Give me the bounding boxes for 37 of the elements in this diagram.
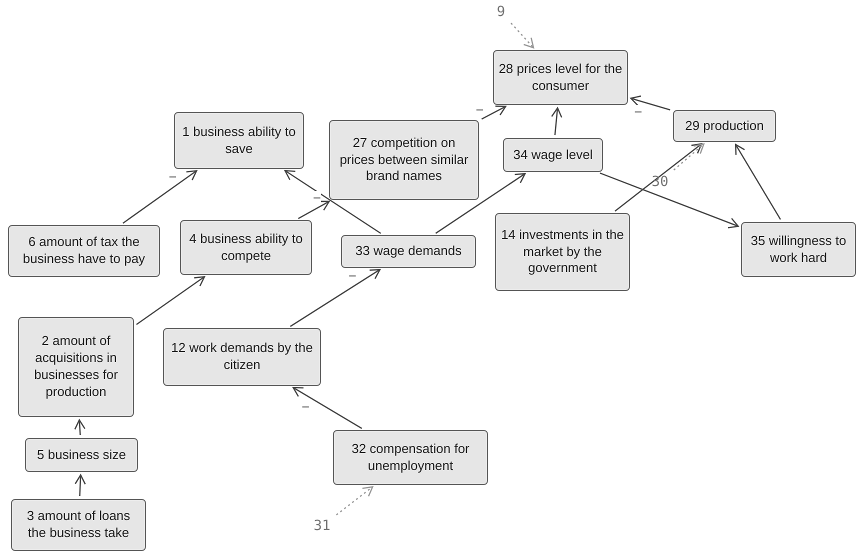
variable-box: 14 investments in the market by the government <box>495 213 630 291</box>
arrow <box>734 144 782 220</box>
edge-label: – <box>312 190 322 203</box>
arrow <box>435 173 526 234</box>
variable-box: 5 business size <box>25 438 138 472</box>
variable-box: 1 business ability to save <box>174 112 304 169</box>
arrow <box>336 486 374 516</box>
variable-box: 12 work demands by the citizen <box>163 328 321 386</box>
variable-box: 27 competition on prices between similar brand names <box>329 120 479 200</box>
node-number: 30 <box>648 172 672 192</box>
variable-box: 28 prices level for the consumer <box>493 50 628 105</box>
node-number: 31 <box>310 516 334 536</box>
arrow <box>136 276 206 326</box>
variable-box: 33 wage demands <box>341 235 476 268</box>
variable-box: 6 amount of tax the business have to pay <box>8 225 160 277</box>
variable-box: 32 compensation for unemployment <box>333 430 488 485</box>
arrow <box>510 22 534 48</box>
variable-box: 35 willingness to work hard <box>741 222 856 277</box>
variable-box: 4 business ability to compete <box>180 220 312 275</box>
arrow <box>673 143 704 171</box>
arrow <box>74 419 86 436</box>
arrow <box>630 95 670 111</box>
variable-box: 34 wage level <box>503 138 603 172</box>
arrow <box>284 170 382 234</box>
arrow <box>290 268 381 327</box>
variable-box: 29 production <box>673 110 776 142</box>
arrow <box>292 386 362 430</box>
arrow <box>614 143 702 212</box>
arrow <box>481 106 506 120</box>
variable-box: 2 amount of acquisitions in businesses for production <box>18 317 134 417</box>
arrow <box>551 107 562 136</box>
arrow <box>122 170 198 224</box>
arrow <box>298 200 330 220</box>
arrow <box>74 474 86 496</box>
variable-box: 3 amount of loans the business take <box>11 499 146 551</box>
node-number: 9 <box>493 2 509 22</box>
arrow <box>600 172 739 228</box>
